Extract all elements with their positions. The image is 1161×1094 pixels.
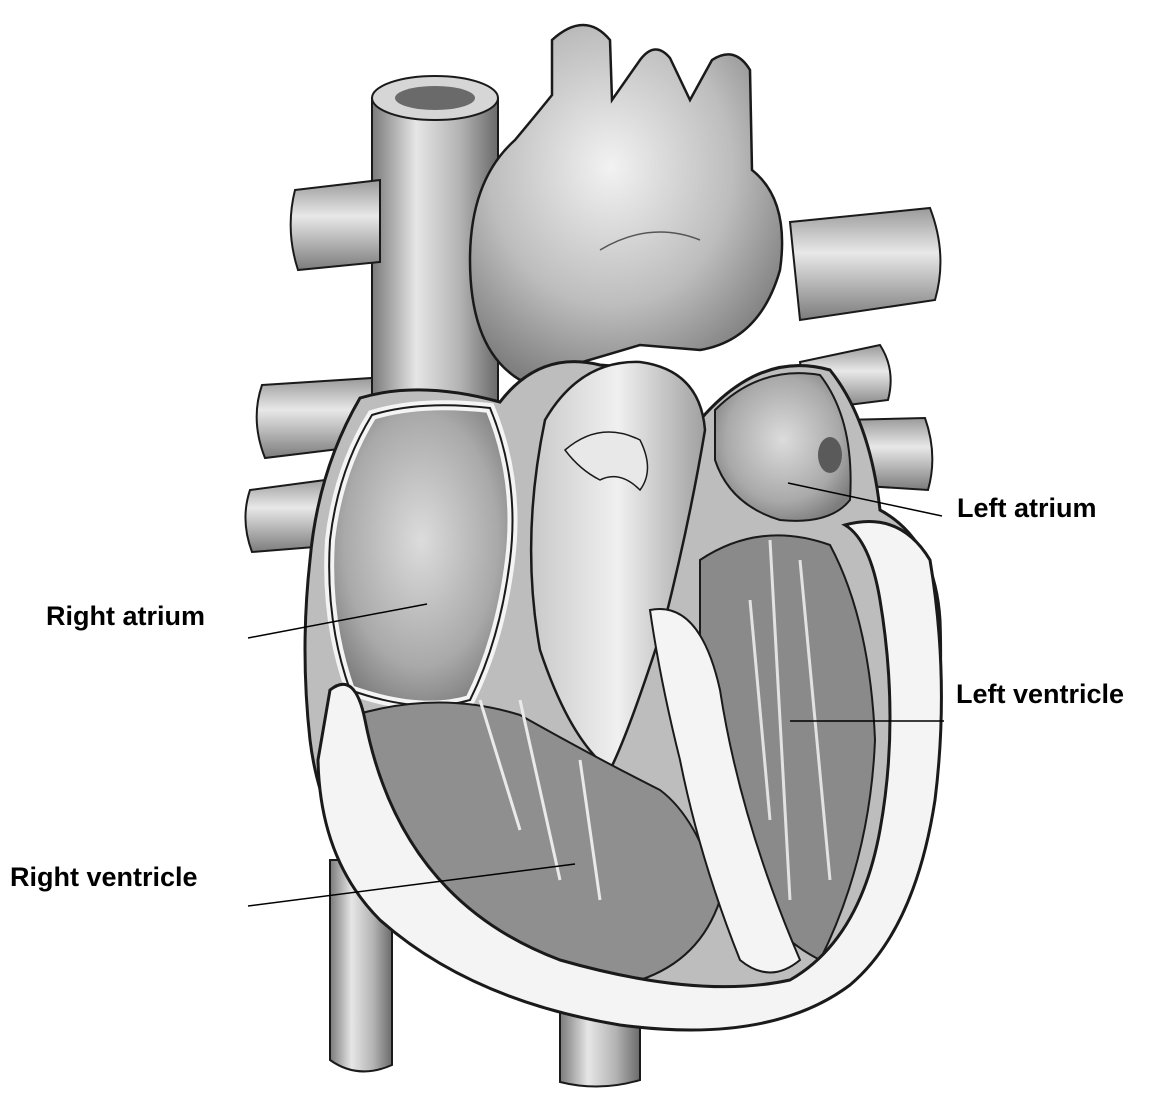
- aorta: [470, 25, 782, 380]
- right-atrium-chamber: [329, 405, 512, 705]
- label-left-ventricle: Left ventricle: [956, 681, 1124, 708]
- label-right-ventricle: Right ventricle: [10, 864, 198, 891]
- label-right-atrium: Right atrium: [46, 603, 205, 630]
- label-left-atrium: Left atrium: [957, 495, 1097, 522]
